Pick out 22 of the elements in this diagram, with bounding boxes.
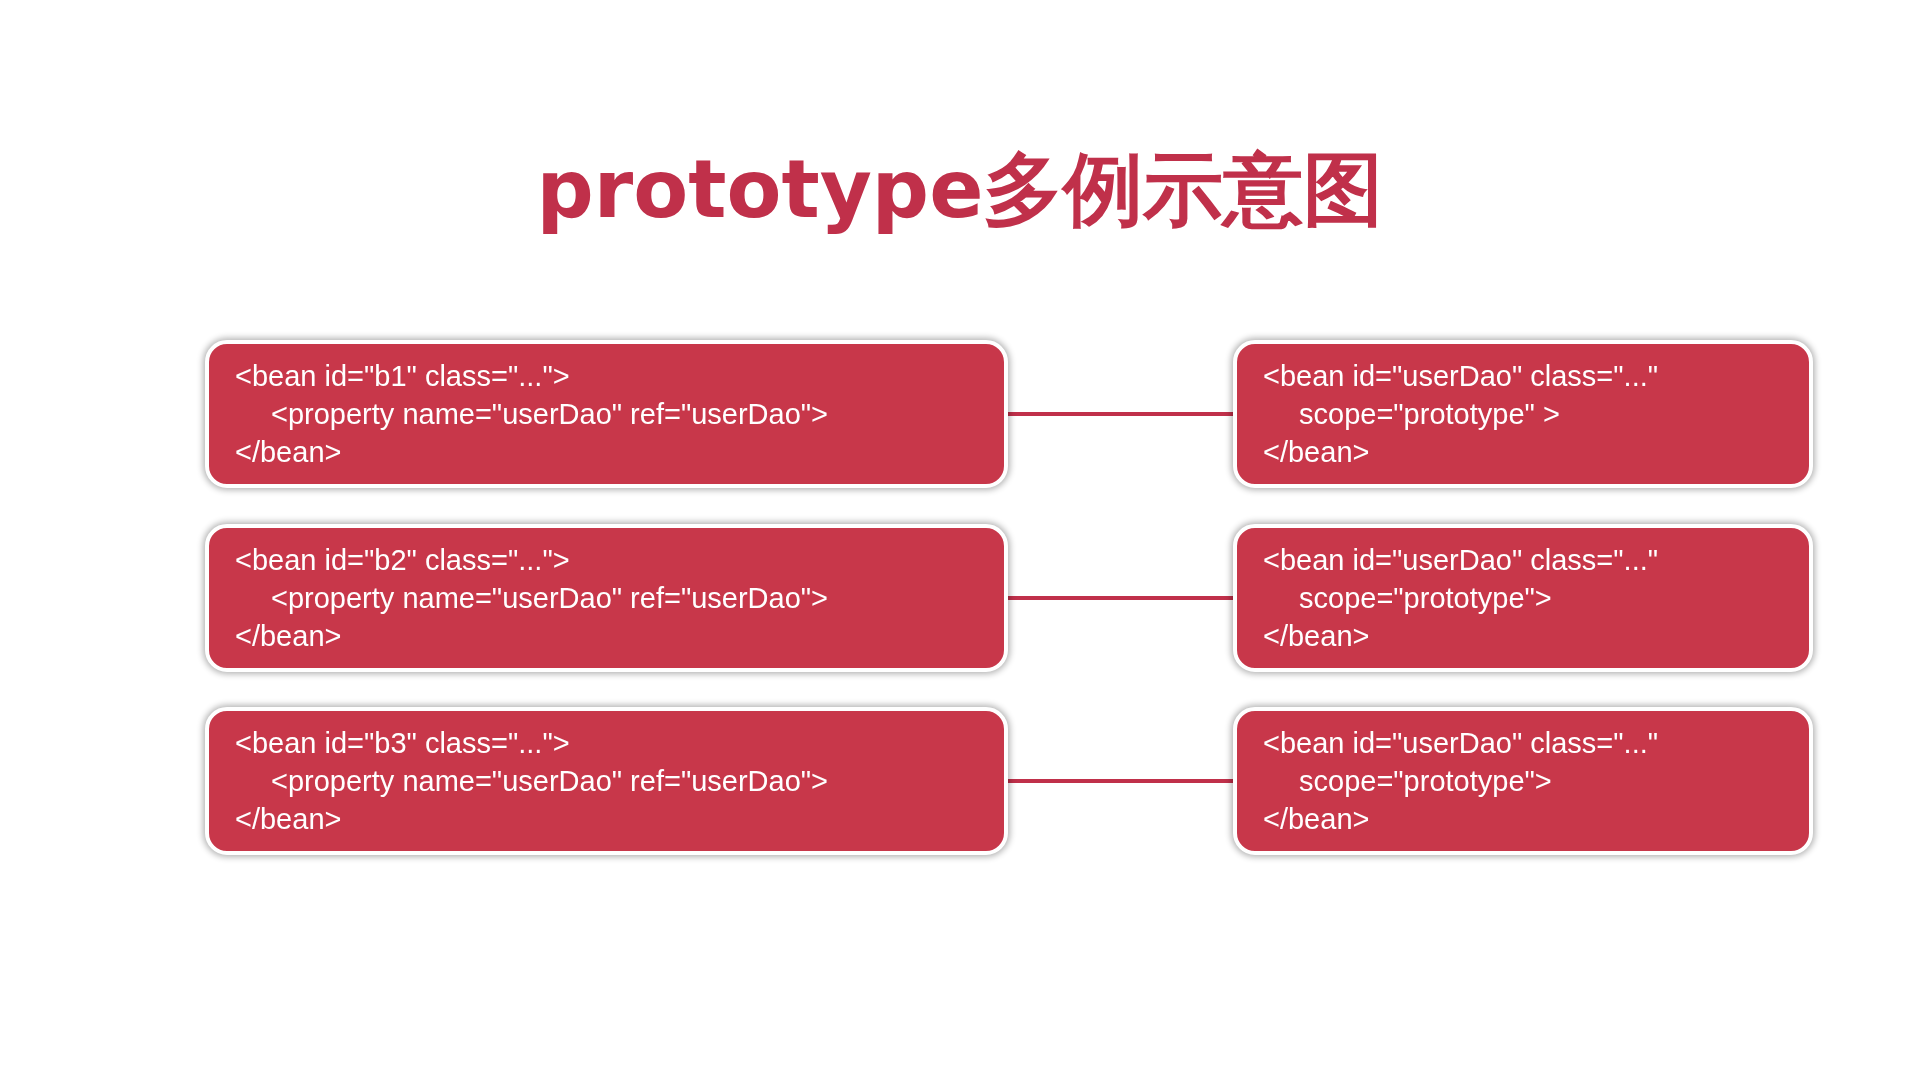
code-line: <bean id="b3" class="..."> bbox=[235, 726, 571, 761]
code-line: scope="prototype"> bbox=[1298, 581, 1553, 616]
code-line: <bean id="b2" class="..."> bbox=[235, 543, 571, 578]
code-line: <property name="userDao" ref="userDao"> bbox=[270, 581, 830, 616]
code-line: <bean id="userDao" class="..." bbox=[1263, 359, 1660, 394]
code-line: <property name="userDao" ref="userDao"> bbox=[270, 764, 830, 799]
code-line: </bean> bbox=[235, 619, 343, 654]
code-line: </bean> bbox=[1263, 435, 1371, 470]
connector-line bbox=[1008, 412, 1233, 416]
code-line: scope="prototype" > bbox=[1298, 397, 1561, 432]
code-line: <bean id="userDao" class="..." bbox=[1263, 543, 1660, 578]
code-line: </bean> bbox=[235, 802, 343, 837]
code-line: </bean> bbox=[1263, 619, 1371, 654]
code-line: <bean id="userDao" class="..." bbox=[1263, 726, 1660, 761]
title: prototype多例示意图 bbox=[536, 142, 1384, 238]
connector-line bbox=[1008, 596, 1233, 600]
code-line: scope="prototype"> bbox=[1298, 764, 1553, 799]
connector-line bbox=[1008, 779, 1233, 783]
code-line: <property name="userDao" ref="userDao"> bbox=[270, 397, 830, 432]
code-line: <bean id="b1" class="..."> bbox=[235, 359, 571, 394]
code-line: </bean> bbox=[1263, 802, 1371, 837]
code-line: </bean> bbox=[235, 435, 343, 470]
